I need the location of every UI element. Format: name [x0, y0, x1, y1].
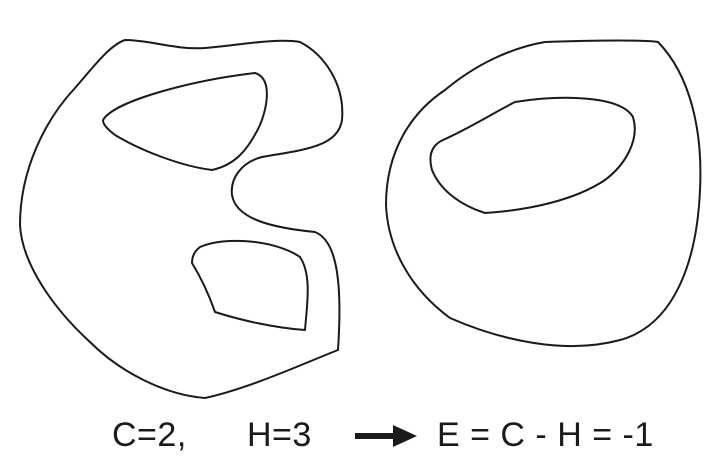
components-count: C=2,	[112, 416, 187, 454]
left-upper-hole	[102, 72, 268, 171]
left-lower-hole	[191, 239, 309, 331]
right-component-outline	[385, 39, 702, 348]
holes-count: H=3	[247, 416, 312, 454]
euler-number-result: E = C - H = -1	[437, 416, 654, 454]
topology-figure	[19, 39, 702, 399]
euler-formula-caption: C=2, H=3 E = C - H = -1	[0, 410, 723, 460]
left-component-outline	[19, 39, 344, 399]
right-arrow-icon	[355, 425, 417, 447]
right-hole	[429, 96, 636, 214]
